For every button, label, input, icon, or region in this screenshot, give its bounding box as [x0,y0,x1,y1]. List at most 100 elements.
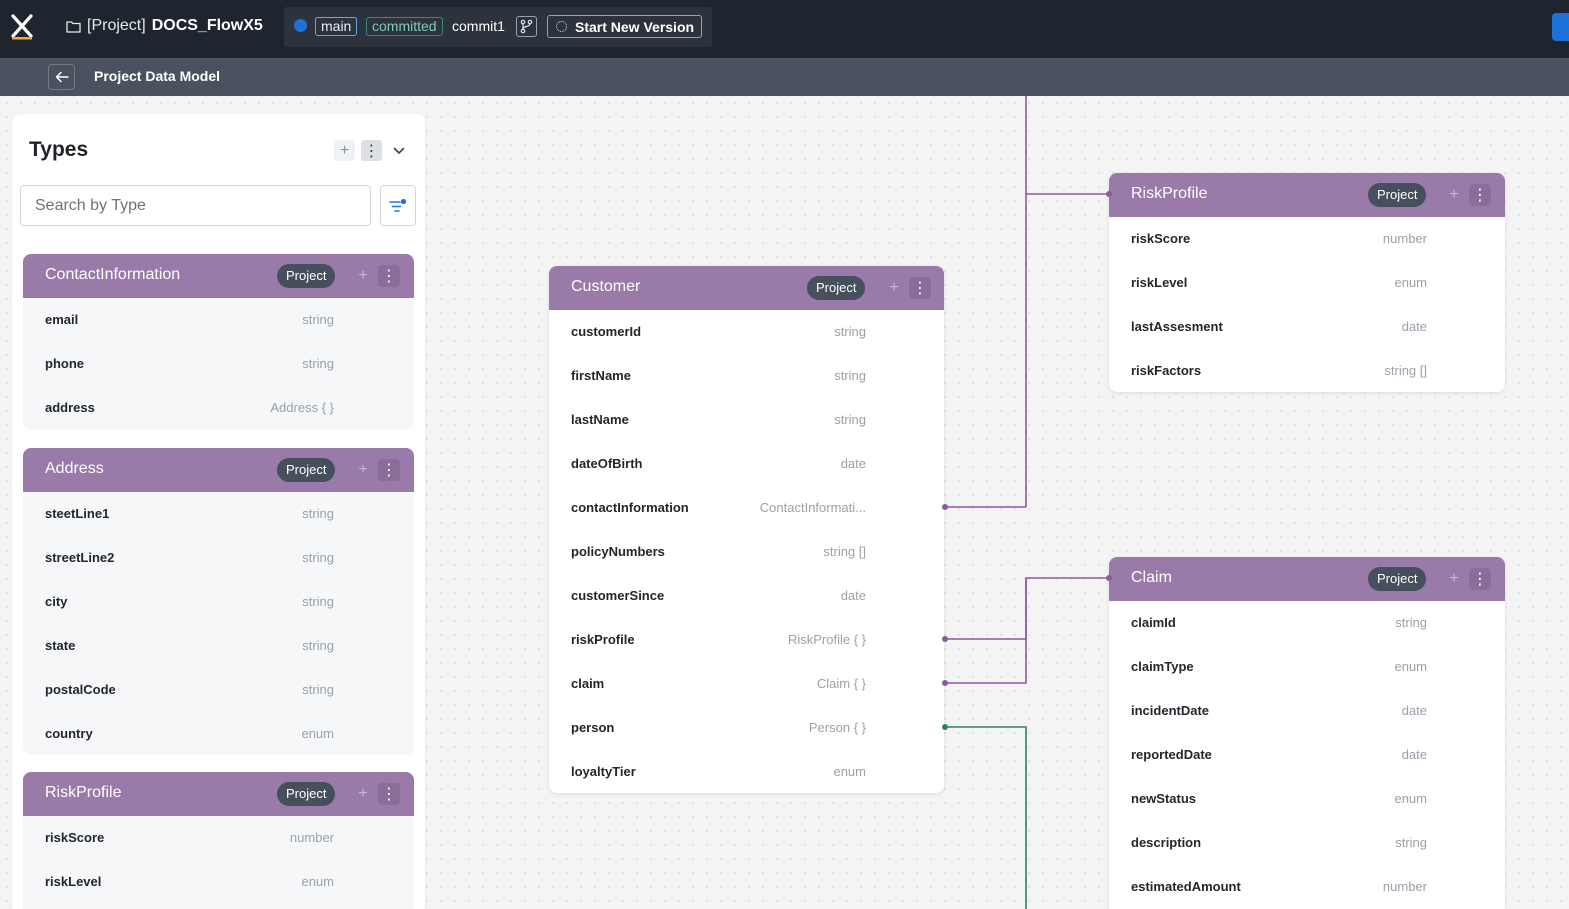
plus-icon: + [358,461,368,478]
field-name: dateOfBirth [571,456,643,471]
filter-icon [389,198,407,212]
add-field-button[interactable]: + [1443,184,1465,206]
connector-handle[interactable] [942,636,948,642]
sub-header: Project Data Model [0,58,1569,96]
type-card-header[interactable]: Address Project + ⋮ [23,448,414,492]
more-options-button[interactable]: ⋮ [1469,184,1491,206]
back-button[interactable] [48,64,75,90]
plus-icon: + [889,279,899,296]
more-options-button[interactable]: ⋮ [378,459,400,481]
more-options-button[interactable]: ⋮ [378,783,400,805]
branch-button[interactable] [516,16,537,37]
start-new-version-button[interactable]: Start New Version [547,15,702,38]
filter-button[interactable] [380,185,416,226]
connector-handle[interactable] [942,680,948,686]
more-vertical-icon: ⋮ [912,280,928,297]
commit-label: commit1 [452,18,505,34]
type-card-header[interactable]: Customer Project + ⋮ [549,266,944,310]
field-type: string [] [1384,363,1427,378]
connector-handle[interactable] [942,504,948,510]
connector-handle[interactable] [1106,575,1112,581]
project-tag: Project [1368,183,1427,207]
type-card-title: ContactInformation [45,266,181,283]
field-name: incidentDate [1131,703,1210,718]
connector-handle[interactable] [942,724,948,730]
type-card-title: Customer [571,278,641,295]
field-name: description [1131,835,1202,850]
type-card-header[interactable]: Claim Project + ⋮ [1109,557,1505,601]
connector-handle[interactable] [1106,191,1112,197]
more-options-button[interactable]: ⋮ [909,277,931,299]
field-name: city [45,594,68,609]
collapse-panel-button[interactable] [388,140,409,161]
type-card-header[interactable]: RiskProfile Project + ⋮ [1109,173,1505,217]
add-field-button[interactable]: + [883,277,905,299]
types-panel: Types + ⋮ ContactInformation Project + ⋮… [12,114,425,909]
project-breadcrumb[interactable]: [Project] DOCS_FlowX5 [66,17,263,35]
version-spinner-icon [556,21,567,32]
add-field-button[interactable]: + [352,783,374,805]
field-type: enum [301,874,334,889]
field-type: string [1395,835,1427,850]
types-more-button[interactable]: ⋮ [361,140,382,161]
field-type: string [302,550,334,565]
add-field-button[interactable]: + [352,265,374,287]
more-options-button[interactable]: ⋮ [378,265,400,287]
field-type: string [302,356,334,371]
field-name: riskProfile [571,632,635,647]
search-type-input[interactable] [20,185,371,226]
plus-icon: + [1449,186,1459,203]
field-type: string [302,312,334,327]
field-name: lastName [571,412,629,427]
more-options-button[interactable]: ⋮ [1469,568,1491,590]
flowx-logo-icon[interactable] [9,12,35,40]
primary-action-button[interactable] [1552,13,1569,41]
add-field-button[interactable]: + [352,459,374,481]
add-field-button[interactable]: + [1443,568,1465,590]
field-row[interactable]: description string [1109,821,1505,865]
type-card-header[interactable]: RiskProfile Project + ⋮ [23,772,414,816]
branch-badge[interactable]: main [315,17,358,36]
add-type-button[interactable]: + [334,140,355,161]
type-card-header[interactable]: ContactInformation Project + ⋮ [23,254,414,298]
field-name: country [45,726,93,741]
